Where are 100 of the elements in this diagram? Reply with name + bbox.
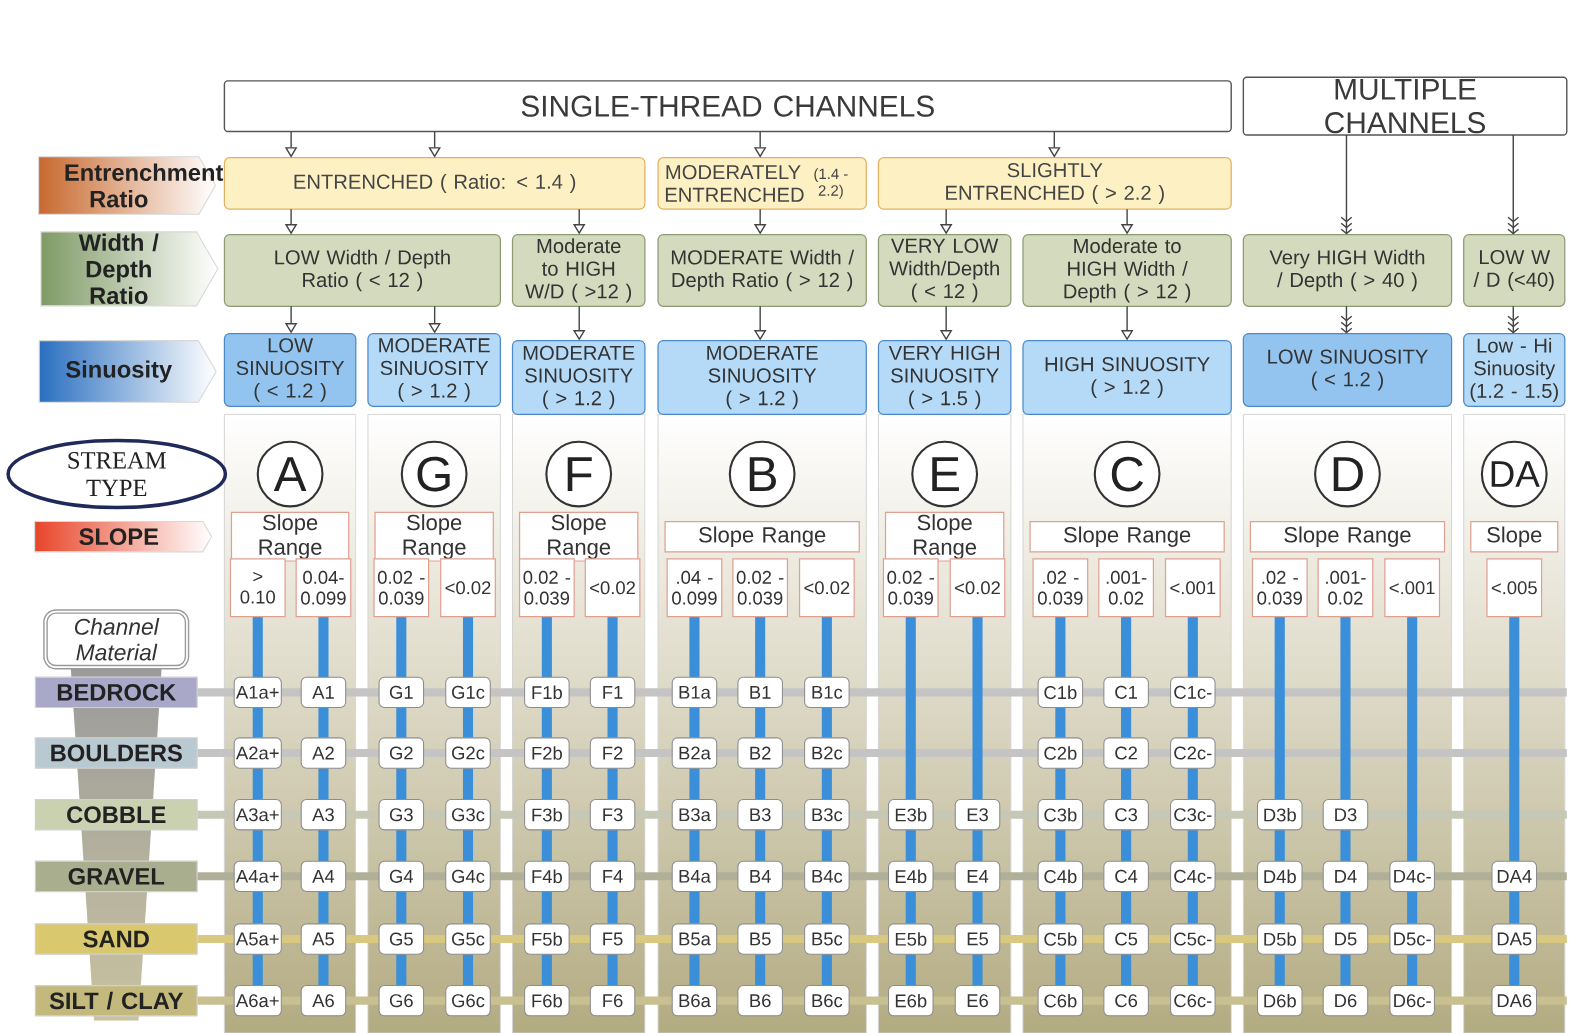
slope-value-box: .001- 0.02 <box>1098 558 1155 618</box>
sinuosity-box: Low - Hi Sinuosity (1.2 - 1.5) <box>1463 332 1566 407</box>
stream-type-box: C2b <box>1037 737 1084 769</box>
stream-type-box: E6 <box>954 985 1001 1017</box>
material-label: BOULDERS <box>34 737 198 769</box>
ratio-box: Moderate to HIGH Width / Depth ( > 12 ) <box>1022 233 1232 307</box>
stream-type-box: D5c- <box>1389 923 1435 955</box>
stream-type-box: A3 <box>300 799 347 831</box>
material-label: COBBLE <box>34 798 198 831</box>
entrenchment-box: ENTRENCHED ( Ratio: < 1.4 ) <box>223 157 646 210</box>
stream-type-box: B3c <box>804 799 850 831</box>
stream-type-box: D4c- <box>1389 860 1435 893</box>
stream-type-box: G2c <box>445 737 491 769</box>
sinuosity-box: MODERATE SINUOSITY ( > 1.2 ) <box>511 340 646 416</box>
stream-type-box: E5b <box>888 923 934 955</box>
stream-type-box: A5 <box>300 923 347 955</box>
stream-type-box: D6b <box>1257 985 1303 1017</box>
stream-type-box: D4b <box>1257 860 1303 893</box>
stream-type-box: A4a+ <box>233 860 282 893</box>
stream-type-box: DA6 <box>1491 985 1538 1017</box>
slope-value-box: <0.02 <box>440 558 496 618</box>
slope-value-box: .04 - 0.099 <box>666 558 723 618</box>
stream-type-box: G3 <box>378 799 425 831</box>
stream-type-box: G5c <box>445 923 491 955</box>
stream-type-box: C6c- <box>1170 985 1216 1017</box>
stream-type-box: DA4 <box>1491 860 1538 893</box>
entrenchment-box: SLIGHTLY ENTRENCHED ( > 2.2 ) <box>877 157 1232 210</box>
stream-type-box: G6 <box>378 985 425 1017</box>
stream-type-box: F6 <box>589 985 636 1017</box>
slope-value-box: > 0.10 <box>229 558 286 618</box>
slope-range-box: Slope Range <box>664 520 860 553</box>
stream-type-box: G1 <box>378 676 425 709</box>
slope-value-box: 0.02 - 0.039 <box>373 558 430 618</box>
slope-value-box: <0.02 <box>584 558 641 618</box>
category-box: MULTIPLE CHANNELS <box>1242 76 1568 136</box>
row-label-tag: Sinuosity <box>38 340 217 403</box>
stream-type-box: G4 <box>378 860 425 893</box>
stream-type-box: B3 <box>737 799 783 831</box>
stream-type-box: C4b <box>1037 860 1084 893</box>
slope-value-box: 0.02 - 0.039 <box>518 558 575 618</box>
material-label: SAND <box>34 923 198 955</box>
stream-type-box: C6b <box>1037 985 1084 1017</box>
sinuosity-box: VERY HIGH SINUOSITY ( > 1.5 ) <box>877 340 1012 416</box>
slope-value-box: <.001 <box>1384 558 1441 618</box>
stream-type-box: G6c <box>445 985 491 1017</box>
stream-type-box: B5c <box>804 923 850 955</box>
slope-range-box: Slope <box>1470 520 1559 553</box>
stream-type-box: DA5 <box>1491 923 1538 955</box>
stream-type-box: C1c- <box>1170 676 1216 709</box>
stream-type-box: B3a <box>671 799 718 831</box>
stream-type-box: B6c <box>804 985 850 1017</box>
stream-type-box: E5 <box>954 923 1001 955</box>
stream-type-box: D3b <box>1257 799 1303 831</box>
slope-value-box: 0.02 - 0.039 <box>732 558 789 618</box>
ratio-box: MODERATE Width / Depth Ratio ( > 12 ) <box>657 233 867 307</box>
stream-type-box: B5 <box>737 923 783 955</box>
stream-type-box: C5 <box>1103 923 1149 955</box>
stream-type-box: A6a+ <box>233 985 282 1017</box>
stream-type-box: E3b <box>888 799 934 831</box>
stream-type-box: F5 <box>589 923 636 955</box>
stream-type-box: E6b <box>888 985 934 1017</box>
material-label: GRAVEL <box>34 860 198 893</box>
sinuosity-box: MODERATE SINUOSITY ( > 1.2 ) <box>657 340 867 416</box>
stream-type-box: A4 <box>300 860 347 893</box>
stream-type-box: F1 <box>589 676 636 709</box>
ratio-box: LOW W / D (<40) <box>1463 233 1566 307</box>
stream-type-box: F1b <box>524 676 570 709</box>
stream-type-box: G1c <box>445 676 491 709</box>
sinuosity-box: LOW SINUOSITY ( < 1.2 ) <box>1242 332 1453 407</box>
sinuosity-box: LOW SINUOSITY ( < 1.2 ) <box>223 332 357 407</box>
slope-value-box: .02 - 0.039 <box>1032 558 1089 618</box>
stream-type-box: B1a <box>671 676 718 709</box>
stream-type-box: F4 <box>589 860 636 893</box>
ratio-box: Very HIGH Width / Depth ( > 40 ) <box>1242 233 1453 307</box>
sinuosity-box: HIGH SINUOSITY ( > 1.2 ) <box>1022 340 1232 416</box>
stream-type-box: B1 <box>737 676 783 709</box>
stream-type-box: A2a+ <box>233 737 282 769</box>
slope-value-box: <.001 <box>1164 558 1221 618</box>
slope-value-box: <0.02 <box>949 558 1006 618</box>
stream-type-box: C5c- <box>1170 923 1216 955</box>
stream-type-box: A6 <box>300 985 347 1017</box>
row-label-tag: Width / Depth Ratio <box>40 231 219 307</box>
stream-type-box: B2 <box>737 737 783 769</box>
ratio-box: Moderate to HIGH W/D ( >12 ) <box>511 233 646 307</box>
stream-type-box: A3a+ <box>233 799 282 831</box>
slope-range-box: Slope Range <box>518 511 639 562</box>
stream-type-box: A1a+ <box>233 676 282 709</box>
stream-type-box: A5a+ <box>233 923 282 955</box>
stream-type-box: C5b <box>1037 923 1084 955</box>
arrow <box>1340 134 1353 235</box>
stream-type-box: D5b <box>1257 923 1303 955</box>
row-label-tag: SLOPE <box>34 521 213 553</box>
stream-type-box: F4b <box>524 860 570 893</box>
slope-value-box: 0.04- 0.099 <box>295 558 352 618</box>
material-label: SILT / CLAY <box>34 984 198 1017</box>
stream-type-box: A1 <box>300 676 347 709</box>
stream-type-box: B6 <box>737 985 783 1017</box>
slope-range-box: Slope Range <box>230 511 350 562</box>
stream-type-box: C3b <box>1037 799 1084 831</box>
stream-type-box: D3 <box>1322 799 1369 831</box>
